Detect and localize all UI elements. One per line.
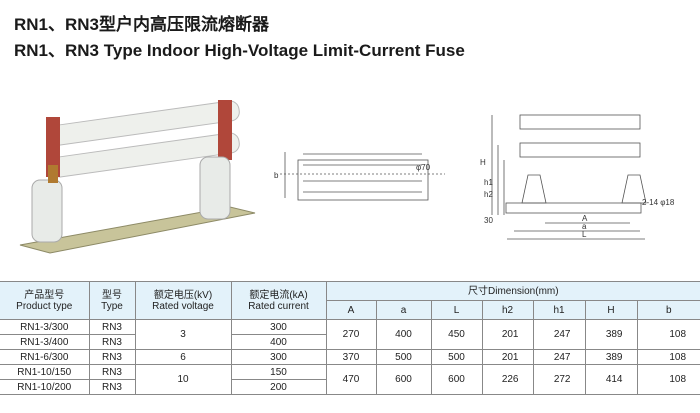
top-view-drawing: b φ70: [274, 152, 445, 201]
header-dim-b: b: [636, 300, 700, 320]
title-english: RN1、RN3 Type Indoor High-Voltage Limit-C…: [14, 41, 465, 60]
cell-voltage: 10: [134, 364, 232, 395]
cell-current: 300: [230, 349, 327, 365]
cell-dim-a: 400: [375, 319, 432, 350]
cell-dim-L: 450: [430, 319, 483, 350]
cell-dim-a: 500: [375, 349, 432, 365]
label-30: 30: [484, 216, 493, 225]
label-H: H: [480, 158, 486, 167]
cell-dim-H: 414: [584, 364, 638, 395]
cell-dim-h2: 201: [481, 349, 534, 365]
cell-dim-H: 389: [584, 319, 638, 350]
label-L: L: [582, 230, 587, 239]
cell-dim-A: 370: [325, 349, 377, 365]
cell-dim-h1: 272: [532, 364, 586, 395]
label-phi70: φ70: [416, 163, 431, 172]
cell-current: 300: [230, 319, 327, 335]
cell-current: 150: [230, 364, 327, 380]
cell-dim-h2: 201: [481, 319, 534, 350]
cell-type: RN3: [88, 379, 136, 395]
cell-product: RN1-10/200: [0, 379, 90, 395]
cell-type: RN3: [88, 334, 136, 350]
cell-product: RN1-6/300: [0, 349, 90, 365]
cell-current: 200: [230, 379, 326, 395]
label-b: b: [274, 171, 279, 180]
cell-type: RN3: [88, 349, 136, 365]
header-dim-h1: h1: [532, 300, 586, 320]
cell-voltage: 6: [134, 349, 232, 365]
front-view-drawing: H h1 h2 30 A a L 2-14 φ18: [480, 114, 675, 240]
cell-dim-A: 470: [325, 364, 377, 395]
cell-dim-b: 108: [636, 349, 700, 365]
cell-dim-A: 270: [325, 319, 377, 350]
cell-dim-L: 600: [430, 364, 483, 395]
label-h2: h2: [484, 190, 493, 199]
cell-dim-L: 500: [430, 349, 483, 365]
cell-current: 400: [230, 334, 326, 350]
header-dim-H: H: [584, 300, 638, 320]
label-holes: 2-14 φ18: [642, 198, 675, 207]
cell-product: RN1-10/150: [0, 364, 90, 380]
title-chinese: RN1、RN3型户内高压限流熔断器: [14, 15, 270, 34]
header-dimension: 尺寸Dimension(mm): [325, 281, 700, 301]
header-rated-current: 额定电流(kA)Rated current: [230, 281, 327, 320]
cell-dim-h2: 226: [481, 364, 534, 395]
cell-dim-a: 600: [375, 364, 432, 395]
header-dim-h2: h2: [481, 300, 534, 320]
fuse-photo: [19, 100, 256, 254]
cell-dim-h1: 247: [532, 349, 586, 365]
header-dim-a: a: [375, 300, 432, 320]
label-a: a: [582, 222, 587, 231]
cell-type: RN3: [88, 319, 136, 335]
label-h1: h1: [484, 178, 493, 187]
header-dim-A: A: [326, 300, 377, 320]
header-dim-L: L: [430, 300, 483, 320]
cell-type: RN3: [88, 364, 136, 380]
cell-product: RN1-3/300: [0, 319, 90, 335]
cell-voltage: 3: [134, 319, 232, 350]
cell-dim-b: 108: [636, 364, 700, 395]
header-rated-voltage: 额定电压(kV)Rated voltage: [134, 281, 232, 320]
cell-product: RN1-3/400: [0, 334, 90, 350]
cell-dim-b: 108: [636, 319, 700, 350]
cell-dim-H: 389: [584, 349, 638, 365]
cell-dim-h1: 247: [532, 319, 586, 350]
label-A: A: [582, 214, 588, 223]
